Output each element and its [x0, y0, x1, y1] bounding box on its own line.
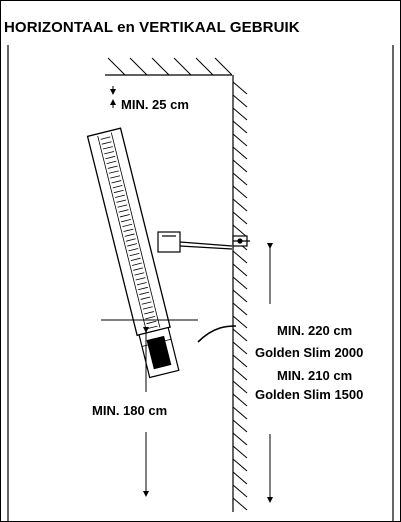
wall-hatch-mark — [232, 445, 248, 459]
heater-rib — [133, 267, 144, 271]
wall-hatch-mark — [232, 133, 248, 147]
heater-rib — [138, 286, 148, 291]
wall-hatch-mark — [232, 159, 248, 173]
wall-hatch-mark — [232, 289, 248, 303]
wall-hatch-mark — [232, 315, 248, 329]
heater-rib — [111, 180, 122, 184]
floor-clearance-label: MIN. 180 cm — [92, 403, 168, 418]
wall-hatch-mark — [232, 458, 248, 472]
heater-rib — [134, 272, 145, 276]
heater-rib — [123, 228, 134, 232]
heater-unit — [86, 127, 180, 379]
model-1500-label: Golden Slim 1500 — [255, 387, 364, 402]
mount-height-2000-label: MIN. 220 cm — [277, 323, 353, 338]
heater-rib — [131, 262, 142, 266]
mount-height-1500-label: MIN. 210 cm — [277, 368, 353, 383]
heater-rib — [121, 218, 131, 223]
heater-rib — [115, 194, 125, 198]
heater-rib — [107, 165, 118, 169]
wall-hatch-mark — [232, 224, 248, 238]
heater-rib — [125, 238, 136, 242]
wall-hatch-mark — [232, 120, 248, 134]
heater-rib — [102, 146, 113, 150]
wall-hatch-mark — [232, 380, 248, 394]
heater-rib — [101, 141, 112, 145]
wall-hatch-mark — [232, 107, 248, 121]
model-2000-label: Golden Slim 2000 — [255, 345, 364, 360]
heater-rib — [113, 189, 124, 194]
power-cable — [197, 325, 237, 343]
wall — [232, 75, 248, 512]
heater-rib — [110, 175, 121, 179]
heater-rib — [129, 252, 140, 257]
wall-hatch-mark — [232, 419, 248, 433]
heater-rib — [145, 316, 156, 320]
heater-rib — [124, 233, 135, 237]
heater-rib — [108, 170, 119, 174]
heater-rib — [128, 248, 139, 252]
wall-hatch-mark — [232, 471, 248, 485]
heater-rib — [100, 136, 111, 140]
heater-rib — [119, 214, 130, 218]
heater-rib — [127, 243, 138, 247]
heater-rib — [146, 320, 157, 325]
wall-hatch-mark — [232, 276, 248, 290]
heater-rib — [117, 204, 128, 208]
wall-hatch-mark — [232, 211, 248, 225]
floor-clearance-dimension — [101, 319, 198, 497]
diagram-title: HORIZONTAAL en VERTIKAAL GEBRUIK — [4, 19, 300, 36]
mounting-bracket — [157, 231, 250, 253]
heater-rib — [116, 199, 127, 203]
ceiling-clearance-label: MIN. 25 cm — [121, 97, 189, 112]
wall-hatch-mark — [232, 198, 248, 212]
heater-rib — [139, 291, 150, 295]
wall-hatch-mark — [232, 172, 248, 186]
heater-rib — [135, 277, 146, 281]
wall-hatch-mark — [232, 146, 248, 160]
heater-rib — [112, 185, 123, 189]
heater-rib — [147, 325, 158, 329]
wall-hatch-mark — [232, 302, 248, 316]
heater-rib — [140, 296, 151, 300]
heater-rib — [144, 311, 154, 315]
wall-hatch-mark — [232, 185, 248, 199]
heater-rib — [136, 282, 147, 286]
heater-rib — [130, 257, 141, 262]
wall-hatch-mark — [232, 94, 248, 108]
wall-hatch-mark — [232, 484, 248, 498]
heater-rib — [118, 209, 129, 213]
wall-hatch-mark — [232, 328, 248, 342]
ceiling — [105, 57, 233, 76]
wall-hatch-mark — [232, 250, 248, 264]
wall-hatch-mark — [232, 341, 248, 355]
wall-hatch-mark — [232, 497, 248, 511]
wall-hatch-mark — [232, 354, 248, 368]
heater-rib — [104, 151, 115, 155]
heater-rib — [106, 160, 117, 164]
wall-hatch-mark — [232, 263, 248, 277]
heater-rib — [105, 155, 116, 160]
wall-hatch-mark — [232, 81, 248, 95]
heater-rib — [122, 223, 133, 228]
wall-hatch-mark — [232, 406, 248, 420]
heater-rib — [142, 306, 153, 310]
wall-hatch-mark — [232, 367, 248, 381]
heater-rib — [141, 301, 152, 305]
wall-hatch-mark — [232, 393, 248, 407]
wall-hatch-mark — [232, 432, 248, 446]
